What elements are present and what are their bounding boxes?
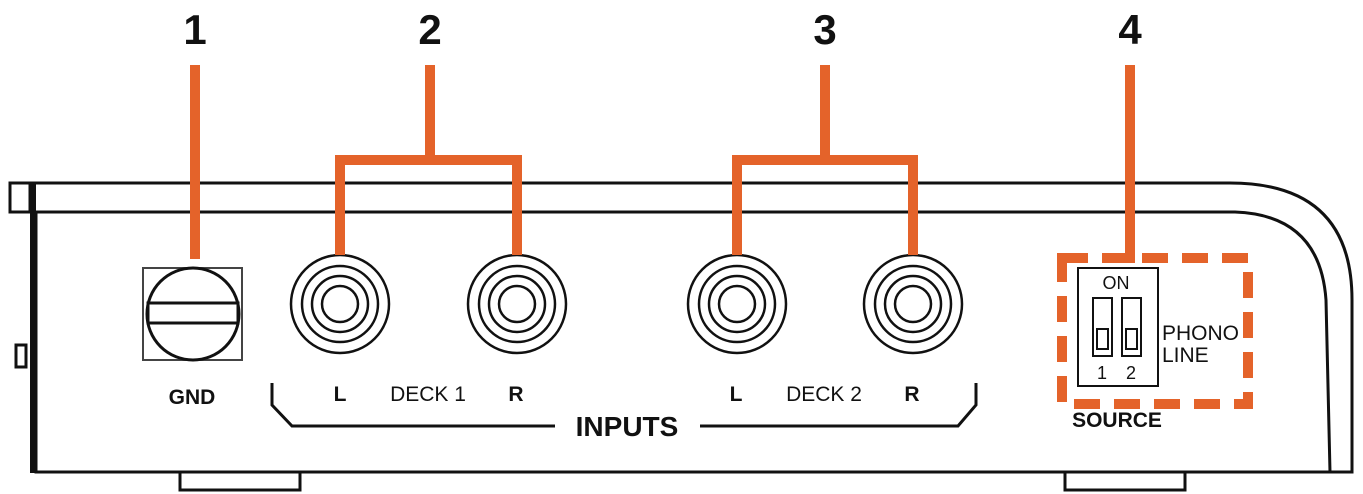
- callout-4: 4: [1118, 6, 1142, 53]
- inputs-label: INPUTS: [576, 411, 679, 442]
- callout-1: 1: [183, 6, 206, 53]
- callout-3: 3: [813, 6, 836, 53]
- deck2-label: DECK 2: [786, 383, 862, 406]
- rca-jack-deck2-left: [686, 253, 788, 355]
- callout-lines: [190, 65, 1135, 263]
- switch-on-label: ON: [1103, 273, 1130, 293]
- deck1-left-label: L: [334, 383, 347, 406]
- rca-jack-deck1-left: [289, 253, 391, 355]
- dip-switch: [1077, 267, 1159, 387]
- deck1-right-label: R: [508, 383, 523, 406]
- rca-jack-deck2-right: [862, 253, 964, 355]
- phono-label: PHONO: [1162, 322, 1239, 345]
- callout-2: 2: [418, 6, 441, 53]
- switch-1-label: 1: [1097, 363, 1107, 383]
- inputs-bracket: [270, 383, 978, 428]
- gnd-label: GND: [169, 386, 216, 409]
- deck1-label: DECK 1: [390, 383, 466, 406]
- gnd-screw: [142, 266, 243, 362]
- line-label: LINE: [1162, 344, 1209, 367]
- rca-jack-deck1-right: [466, 253, 568, 355]
- deck2-right-label: R: [904, 383, 919, 406]
- source-switch-highlight: [1057, 253, 1253, 409]
- switch-2-label: 2: [1126, 363, 1136, 383]
- device-body: [8, 181, 1354, 492]
- source-label: SOURCE: [1072, 409, 1162, 432]
- deck2-left-label: L: [730, 383, 743, 406]
